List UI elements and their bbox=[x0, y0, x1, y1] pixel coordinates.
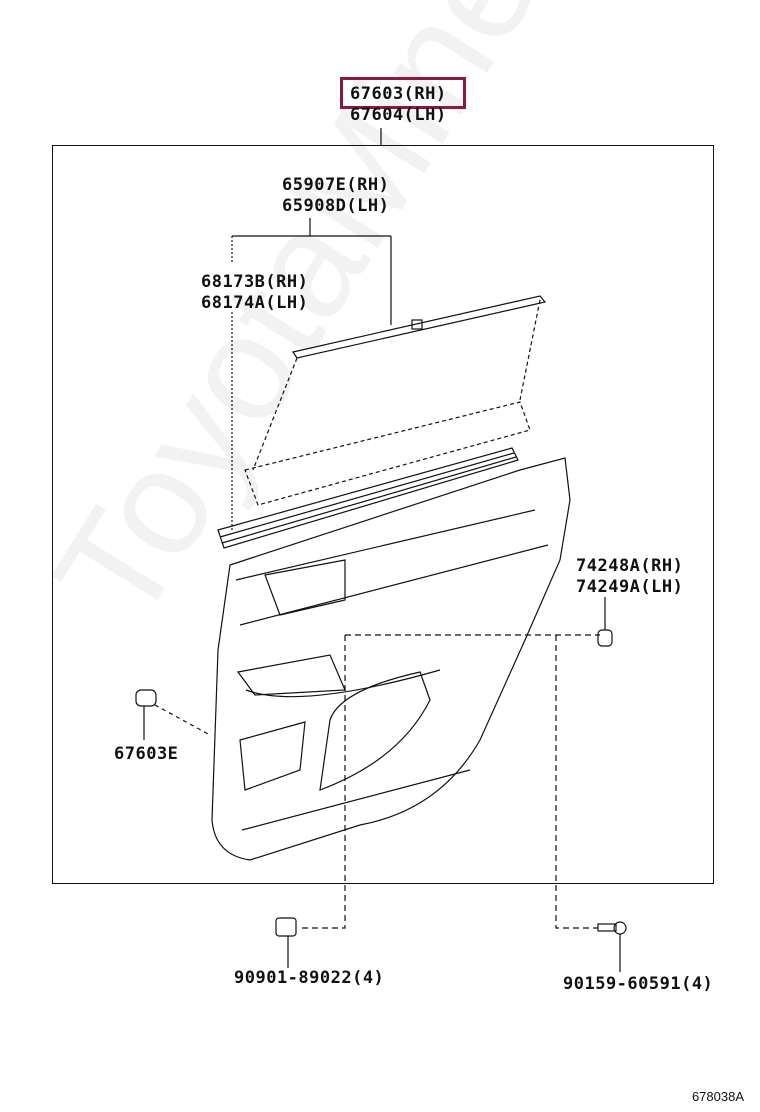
part-label-clip-left[interactable]: 67603E bbox=[114, 744, 178, 765]
part-number: 90159-60591(4) bbox=[563, 974, 714, 994]
part-number-lh: 65908D(LH) bbox=[282, 196, 390, 216]
part-number-rh: 74248A(RH) bbox=[576, 556, 684, 576]
assembly-frame bbox=[52, 145, 714, 884]
part-label-clip-bottom[interactable]: 90901-89022(4) bbox=[234, 968, 384, 989]
part-number: 67603E bbox=[114, 744, 179, 764]
part-number-lh: 67604(LH) bbox=[350, 105, 447, 125]
part-label-weatherstrip[interactable]: 65907E(RH) 65908D(LH) bbox=[282, 175, 389, 217]
part-number-rh: 68173B(RH) bbox=[201, 272, 309, 292]
part-number-rh: 65907E(RH) bbox=[282, 175, 390, 195]
figure-id: 678038A bbox=[691, 1089, 744, 1104]
highlight-box bbox=[340, 77, 466, 109]
part-label-main[interactable]: 67603(RH) 67604(LH) bbox=[350, 84, 447, 126]
part-label-screw[interactable]: 90159-60591(4) bbox=[563, 974, 713, 995]
part-number-lh: 68174A(LH) bbox=[201, 293, 309, 313]
part-number-lh: 74249A(LH) bbox=[576, 577, 684, 597]
part-label-inner-belt[interactable]: 68173B(RH) 68174A(LH) bbox=[201, 272, 308, 314]
part-number: 90901-89022(4) bbox=[234, 968, 385, 988]
part-number-rh: 67603(RH) bbox=[350, 84, 447, 104]
part-label-cover[interactable]: 74248A(RH) 74249A(LH) bbox=[576, 556, 683, 598]
